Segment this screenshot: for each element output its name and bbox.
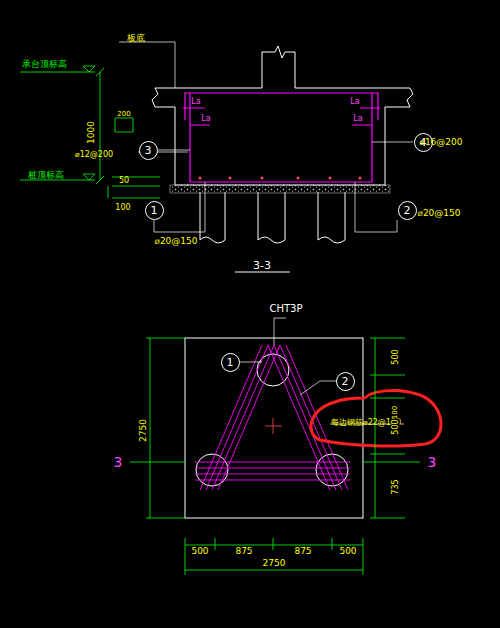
callout-number: 1 — [227, 357, 234, 368]
anchor-label: La — [190, 98, 201, 106]
dimension: 735 — [392, 478, 400, 495]
callout-circle: 3 — [139, 141, 158, 160]
pile-cap-id: CHT3P — [268, 304, 303, 314]
elevation-label: 承台顶标高 — [21, 60, 68, 69]
rebar-spec: ⌀20@150 — [416, 209, 461, 218]
elevation-label: 桩顶标高 — [27, 171, 65, 180]
callout-number: 3 — [145, 145, 152, 156]
dimension: 2750 — [139, 418, 148, 443]
anchor-label: La — [349, 98, 360, 106]
section-title: 3-3 — [252, 260, 272, 271]
section-mark: 3 — [113, 455, 124, 469]
callout-number: 2 — [342, 376, 349, 387]
dimension: 500 — [190, 547, 209, 556]
dimension: 50 — [118, 177, 130, 185]
callout-number: 1 — [151, 205, 158, 216]
callout-number: 2 — [404, 205, 411, 216]
dimension: 2750 — [262, 559, 287, 568]
anchor-label: La — [200, 115, 211, 123]
rebar-spec: ⌀12@200 — [74, 151, 114, 159]
callout-circle: 2 — [336, 372, 355, 391]
dimension: 1000 — [87, 120, 96, 145]
dimension: 500 — [392, 418, 400, 435]
dimension: 875 — [293, 547, 312, 556]
dimension: 875 — [234, 547, 253, 556]
anchor-label: La — [352, 115, 363, 123]
rebar-spec: ⌀20@150 — [153, 237, 198, 246]
section-mark: 3 — [427, 455, 438, 469]
callout-circle: 2 — [398, 201, 417, 220]
rebar-spec: ⌀16@200 — [418, 138, 463, 147]
part-name: 板底 — [126, 34, 146, 43]
dimension: 500 — [338, 547, 357, 556]
dimension: 200 — [116, 111, 131, 118]
dimension: 500 — [392, 348, 400, 365]
dimension: 100 — [114, 204, 131, 212]
callout-circle: 1 — [145, 201, 164, 220]
callout-circle: 1 — [221, 353, 240, 372]
